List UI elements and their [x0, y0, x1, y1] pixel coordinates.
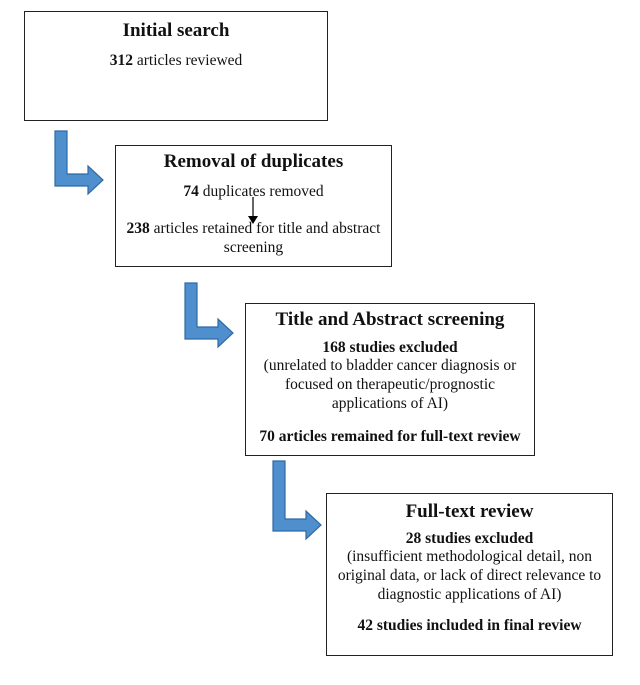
retained-count: 238 [126, 219, 150, 237]
initial-search-box: Initial search 312 articles reviewed [24, 11, 328, 121]
retained-text: articles retained for title and abstract… [149, 219, 381, 256]
full-text-included: 42 studies included in final review [357, 616, 582, 634]
initial-search-count-line: 312 articles reviewed [25, 52, 327, 71]
full-text-excluded: 28 studies excluded [405, 530, 534, 547]
title-abstract-title: Title and Abstract screening [275, 309, 505, 330]
duplicates-count: 74 [183, 183, 199, 200]
retained-line: 238 articles retained for title and abst… [116, 220, 391, 258]
initial-search-text: articles reviewed [132, 52, 243, 69]
duplicates-removed-line: 74 duplicates removed [116, 183, 391, 202]
duplicates-inner-arrowhead [248, 216, 258, 224]
title-abstract-remained: 70 articles remained for full-text revie… [259, 427, 521, 445]
arrow-stage3-to-stage4 [272, 460, 322, 541]
initial-search-title: Initial search [122, 20, 230, 41]
duplicates-box: Removal of duplicates 74 duplicates remo… [115, 145, 392, 267]
title-abstract-excluded: 168 studies excluded [322, 339, 458, 356]
arrow-stage2-to-stage3 [184, 282, 234, 349]
duplicates-title: Removal of duplicates [163, 151, 344, 172]
full-text-reason: (insufficient methodological detail, non… [337, 548, 602, 603]
full-text-box: Full-text review 28 studies excluded (in… [326, 493, 613, 656]
full-text-title: Full-text review [405, 501, 534, 522]
initial-search-count: 312 [109, 52, 133, 69]
duplicates-text: duplicates removed [198, 183, 324, 200]
arrow-stage1-to-stage2 [54, 130, 104, 196]
title-abstract-reason: (unrelated to bladder cancer diagnosis o… [263, 357, 517, 412]
title-abstract-box: Title and Abstract screening 168 studies… [245, 303, 535, 456]
